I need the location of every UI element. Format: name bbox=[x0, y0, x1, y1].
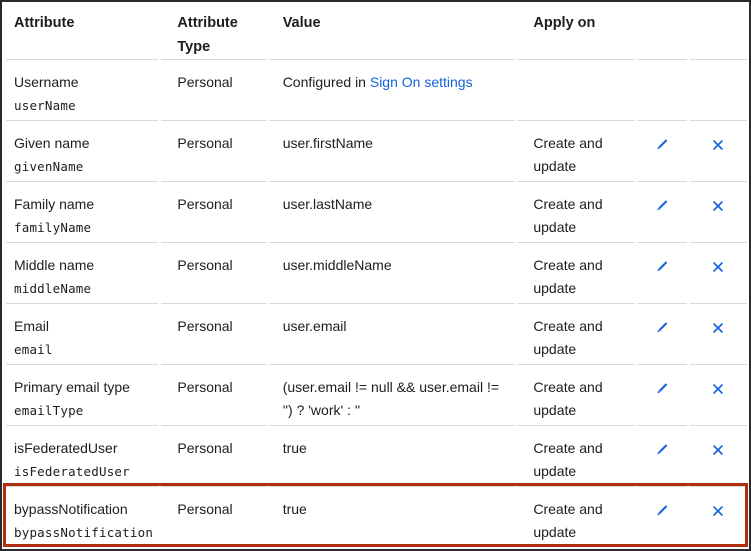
attribute-label: Middle name bbox=[14, 257, 95, 273]
attribute-mappings-table: Attribute Attribute Type Value Apply on … bbox=[3, 2, 749, 547]
value-text: (user.email != null && user.email != '')… bbox=[268, 364, 516, 425]
attribute-label: bypassNotification bbox=[14, 501, 128, 517]
value-text: true bbox=[268, 425, 516, 486]
edit-attribute-button[interactable] bbox=[651, 440, 673, 458]
value-text: user.email bbox=[268, 303, 516, 364]
table-row: Primary email type emailType Personal (u… bbox=[6, 364, 747, 425]
attribute-variable-name: familyName bbox=[14, 220, 92, 235]
x-icon bbox=[713, 323, 724, 333]
apply-on-value: Create and update bbox=[518, 181, 634, 242]
pencil-icon bbox=[657, 200, 668, 211]
table-row: bypassNotification bypassNotification Pe… bbox=[6, 486, 747, 547]
attribute-type: Personal bbox=[161, 59, 266, 120]
x-icon bbox=[713, 445, 724, 455]
attribute-label: Family name bbox=[14, 196, 95, 212]
apply-on-value bbox=[518, 59, 634, 120]
attribute-label: Email bbox=[14, 318, 50, 334]
header-value: Value bbox=[282, 15, 321, 31]
attribute-variable-name: userName bbox=[14, 98, 76, 113]
edit-attribute-button[interactable] bbox=[651, 196, 673, 214]
apply-on-value: Create and update bbox=[518, 486, 634, 547]
apply-on-value: Create and update bbox=[518, 120, 634, 181]
table-row: isFederatedUser isFederatedUser Personal… bbox=[6, 425, 747, 486]
pencil-icon bbox=[657, 444, 668, 455]
apply-on-value: Create and update bbox=[518, 425, 634, 486]
header-apply-on: Apply on bbox=[533, 15, 596, 31]
sign-on-settings-link[interactable]: Sign On settings bbox=[369, 74, 473, 90]
edit-attribute-button[interactable] bbox=[651, 135, 673, 153]
value-text: user.firstName bbox=[268, 120, 516, 181]
pencil-icon bbox=[657, 383, 668, 394]
value-text: user.middleName bbox=[268, 242, 516, 303]
pencil-icon bbox=[657, 261, 668, 272]
attribute-variable-name: bypassNotification bbox=[14, 525, 154, 540]
attribute-type: Personal bbox=[161, 242, 266, 303]
header-edit-spacer bbox=[637, 2, 687, 59]
x-icon bbox=[713, 201, 724, 211]
edit-attribute-button[interactable] bbox=[651, 379, 673, 397]
attribute-label: isFederatedUser bbox=[14, 440, 118, 456]
header-delete-spacer bbox=[690, 2, 747, 59]
delete-attribute-button[interactable] bbox=[708, 503, 728, 519]
value-text: true bbox=[268, 486, 516, 547]
apply-on-value: Create and update bbox=[518, 303, 634, 364]
table-row: Given name givenName Personal user.first… bbox=[6, 120, 747, 181]
delete-attribute-button[interactable] bbox=[708, 137, 728, 153]
value-text: Configured in bbox=[282, 74, 370, 90]
attribute-type: Personal bbox=[161, 120, 266, 181]
attribute-type: Personal bbox=[161, 303, 266, 364]
edit-attribute-button[interactable] bbox=[651, 318, 673, 336]
apply-on-value: Create and update bbox=[518, 242, 634, 303]
x-icon bbox=[713, 384, 724, 394]
attribute-label: Given name bbox=[14, 135, 90, 151]
attribute-type: Personal bbox=[161, 364, 266, 425]
delete-attribute-button[interactable] bbox=[708, 259, 728, 275]
attribute-label: Primary email type bbox=[14, 379, 130, 395]
delete-attribute-button[interactable] bbox=[708, 198, 728, 214]
pencil-icon bbox=[657, 322, 668, 333]
attribute-variable-name: emailType bbox=[14, 403, 84, 418]
header-attribute-type: Attribute Type bbox=[177, 15, 238, 55]
x-icon bbox=[713, 506, 724, 516]
x-icon bbox=[713, 140, 724, 150]
attribute-type: Personal bbox=[161, 425, 266, 486]
edit-attribute-button[interactable] bbox=[651, 257, 673, 275]
attribute-variable-name: middleName bbox=[14, 281, 92, 296]
attribute-variable-name: email bbox=[14, 342, 53, 357]
table-row: Family name familyName Personal user.las… bbox=[6, 181, 747, 242]
table-header-row: Attribute Attribute Type Value Apply on bbox=[6, 2, 747, 59]
attribute-type: Personal bbox=[161, 181, 266, 242]
value-text: user.lastName bbox=[268, 181, 516, 242]
delete-attribute-button[interactable] bbox=[708, 381, 728, 397]
pencil-icon bbox=[657, 139, 668, 150]
x-icon bbox=[713, 262, 724, 272]
table-row: Email email Personal user.email Create a… bbox=[6, 303, 747, 364]
table-row: Middle name middleName Personal user.mid… bbox=[6, 242, 747, 303]
pencil-icon bbox=[657, 505, 668, 516]
delete-attribute-button[interactable] bbox=[708, 442, 728, 458]
apply-on-value: Create and update bbox=[518, 364, 634, 425]
attribute-variable-name: isFederatedUser bbox=[14, 464, 130, 479]
attribute-type: Personal bbox=[161, 486, 266, 547]
attribute-label: Username bbox=[14, 74, 79, 90]
attribute-variable-name: givenName bbox=[14, 159, 84, 174]
edit-attribute-button[interactable] bbox=[651, 501, 673, 519]
header-attribute: Attribute bbox=[14, 15, 75, 31]
table-row: Username userName Personal Configured in… bbox=[6, 59, 747, 120]
delete-attribute-button[interactable] bbox=[708, 320, 728, 336]
